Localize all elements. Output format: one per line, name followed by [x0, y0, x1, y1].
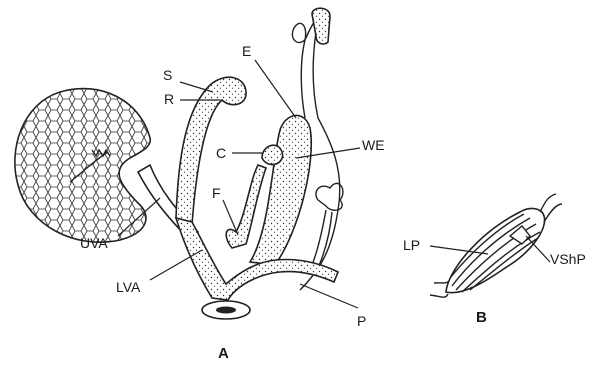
- retractor-muscle: [312, 210, 332, 268]
- flagellum: [226, 165, 266, 248]
- label-e: E: [242, 43, 251, 59]
- label-uva: UVA: [80, 235, 108, 251]
- label-we: WE: [362, 137, 385, 153]
- panel-b-label: B: [476, 309, 487, 326]
- label-r: R: [164, 91, 174, 107]
- panel-a-label: A: [218, 345, 229, 362]
- label-f: F: [212, 185, 221, 201]
- panel-a-drawing: [15, 8, 343, 319]
- leader-p: [300, 284, 358, 308]
- label-lva: LVA: [116, 279, 141, 295]
- leader-e: [255, 60, 296, 118]
- label-vshp: VShP: [550, 251, 586, 267]
- label-p: P: [357, 313, 366, 329]
- label-lp: LP: [403, 237, 420, 253]
- genital-pore-opening: [216, 307, 236, 314]
- caecum: [262, 145, 283, 164]
- label-c: C: [216, 145, 226, 161]
- albumen-gland: [15, 89, 150, 243]
- label-s: S: [163, 67, 172, 83]
- panel-b-drawing: [430, 194, 562, 297]
